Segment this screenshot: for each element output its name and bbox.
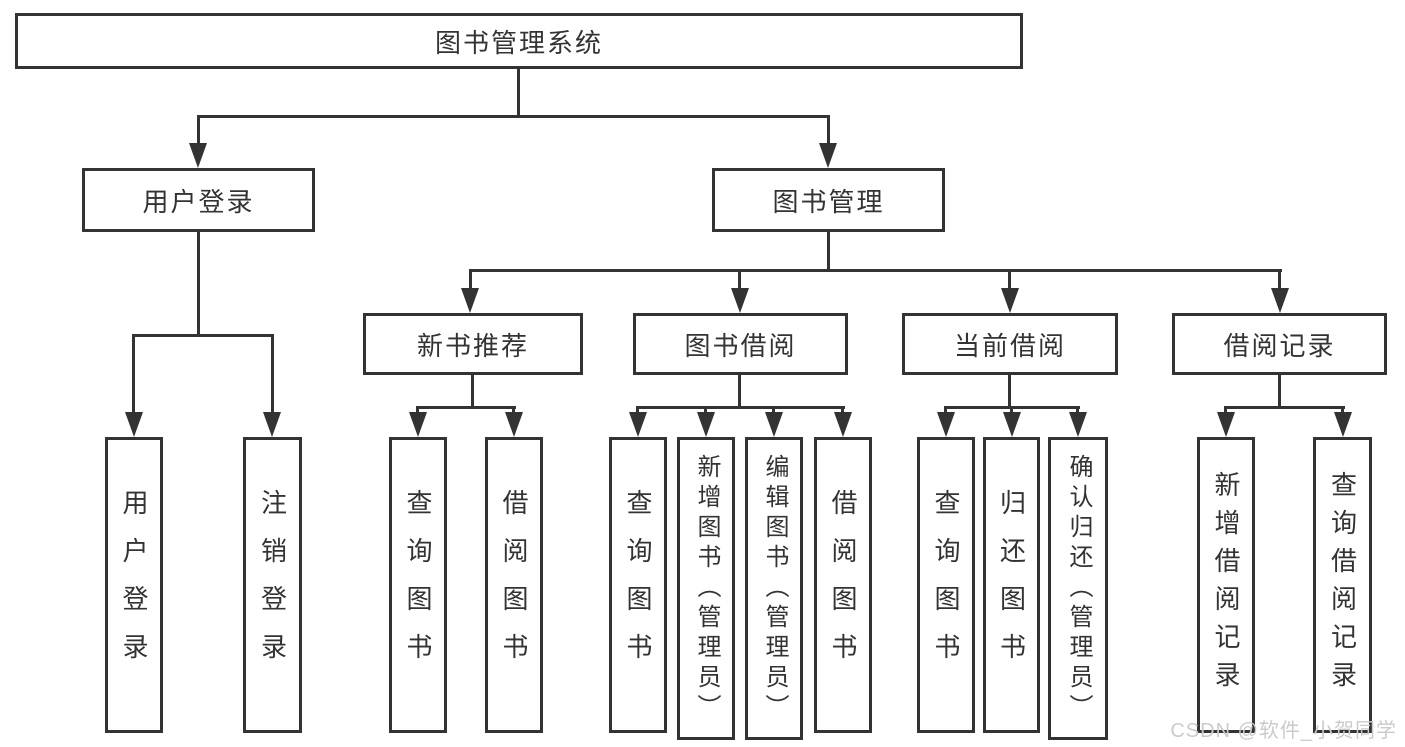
arrow-down-icon xyxy=(409,412,427,437)
connector-line xyxy=(132,334,274,337)
arrow-down-icon xyxy=(505,412,523,437)
arrow-down-icon xyxy=(937,412,955,437)
arrow-down-icon xyxy=(629,412,647,437)
node-leaf-borrow-books-borrowing: 借阅图书 xyxy=(814,437,872,733)
node-label: 归还图书 xyxy=(996,489,1027,681)
node-label: 借阅图书 xyxy=(499,489,529,681)
connector-line xyxy=(1076,406,1079,414)
node-label: 借阅记录 xyxy=(1223,330,1336,361)
arrow-down-icon xyxy=(1001,288,1019,313)
node-label: 用户登录 xyxy=(119,489,149,681)
arrow-down-icon xyxy=(765,412,783,437)
node-leaf-user-login: 用户登录 xyxy=(105,437,163,733)
node-label: 查询图书 xyxy=(623,489,653,681)
arrow-down-icon xyxy=(189,143,207,168)
arrow-down-icon xyxy=(1217,412,1235,437)
node-new-book-recommendation: 新书推荐 xyxy=(363,313,583,375)
node-label: 注销登录 xyxy=(257,489,288,681)
connector-line xyxy=(636,406,639,414)
arrow-down-icon xyxy=(1003,412,1021,437)
node-label: 编辑图书（管理员） xyxy=(761,453,788,724)
connector-line xyxy=(197,115,200,148)
node-library-management-system: 图书管理系统 xyxy=(15,13,1023,69)
node-label: 新增图书（管理员） xyxy=(693,453,720,724)
node-leaf-query-books-recommend: 查询图书 xyxy=(389,437,447,733)
connector-line xyxy=(738,375,741,408)
connector-line xyxy=(1008,375,1011,408)
node-leaf-add-books-admin: 新增图书（管理员） xyxy=(677,437,735,740)
connector-line xyxy=(417,406,516,409)
connector-line xyxy=(827,232,830,271)
connector-line xyxy=(197,232,200,336)
connector-line xyxy=(517,69,520,117)
connector-line xyxy=(772,406,775,414)
node-label: 图书管理 xyxy=(772,186,885,217)
connector-line xyxy=(827,115,830,148)
arrow-down-icon xyxy=(263,412,281,437)
connector-line xyxy=(197,115,830,118)
connector-line xyxy=(416,406,419,414)
connector-line xyxy=(1224,406,1227,414)
connector-line xyxy=(841,406,844,414)
arrow-down-icon xyxy=(697,412,715,437)
connector-line xyxy=(1278,269,1281,291)
node-label: 借阅图书 xyxy=(828,489,858,681)
connector-line xyxy=(704,406,707,414)
arrow-down-icon xyxy=(461,288,479,313)
connector-line xyxy=(512,406,515,414)
node-user-login: 用户登录 xyxy=(82,168,315,232)
node-label: 图书管理系统 xyxy=(434,27,603,58)
connector-line xyxy=(469,269,1282,272)
node-leaf-borrow-books-recommend: 借阅图书 xyxy=(485,437,543,733)
connector-line xyxy=(469,269,472,291)
node-book-borrowing: 图书借阅 xyxy=(633,313,848,375)
node-current-borrowing: 当前借阅 xyxy=(902,313,1118,375)
connector-line xyxy=(738,269,741,291)
node-leaf-query-books-borrowing: 查询图书 xyxy=(609,437,667,733)
arrow-down-icon xyxy=(834,412,852,437)
connector-line xyxy=(132,334,135,414)
arrow-down-icon xyxy=(731,288,749,313)
node-label: 查询图书 xyxy=(403,489,433,681)
arrow-down-icon xyxy=(125,412,143,437)
node-leaf-query-books-current: 查询图书 xyxy=(917,437,975,733)
node-book-management: 图书管理 xyxy=(712,168,945,232)
connector-line xyxy=(637,406,845,409)
arrow-down-icon xyxy=(1334,412,1352,437)
connector-line xyxy=(271,334,274,414)
node-label: 用户登录 xyxy=(142,186,255,217)
node-label: 当前借阅 xyxy=(953,330,1066,361)
node-borrowing-records: 借阅记录 xyxy=(1172,313,1387,375)
connector-line xyxy=(1278,375,1281,408)
node-leaf-return-books: 归还图书 xyxy=(983,437,1040,733)
node-leaf-query-borrow-record: 查询借阅记录 xyxy=(1313,437,1372,733)
connector-line xyxy=(1008,269,1011,291)
node-label: 图书借阅 xyxy=(684,330,797,361)
node-label: 查询图书 xyxy=(931,489,961,681)
node-leaf-confirm-return-admin: 确认归还（管理员） xyxy=(1048,437,1108,740)
node-leaf-add-borrow-record: 新增借阅记录 xyxy=(1197,437,1255,733)
connector-line xyxy=(944,406,947,414)
arrow-down-icon xyxy=(1069,412,1087,437)
node-label: 查询借阅记录 xyxy=(1327,471,1358,699)
watermark-text: CSDN @软件_小贺同学 xyxy=(1170,720,1397,742)
connector-line xyxy=(471,375,474,408)
node-label: 新增借阅记录 xyxy=(1211,471,1241,699)
connector-line xyxy=(1341,406,1344,414)
connector-line xyxy=(1225,406,1345,409)
arrow-down-icon xyxy=(819,143,837,168)
node-label: 新书推荐 xyxy=(416,330,529,361)
arrow-down-icon xyxy=(1271,288,1289,313)
node-leaf-logout: 注销登录 xyxy=(243,437,302,733)
connector-line xyxy=(1010,406,1013,414)
node-label: 确认归还（管理员） xyxy=(1065,453,1092,724)
node-leaf-edit-books-admin: 编辑图书（管理员） xyxy=(745,437,803,740)
